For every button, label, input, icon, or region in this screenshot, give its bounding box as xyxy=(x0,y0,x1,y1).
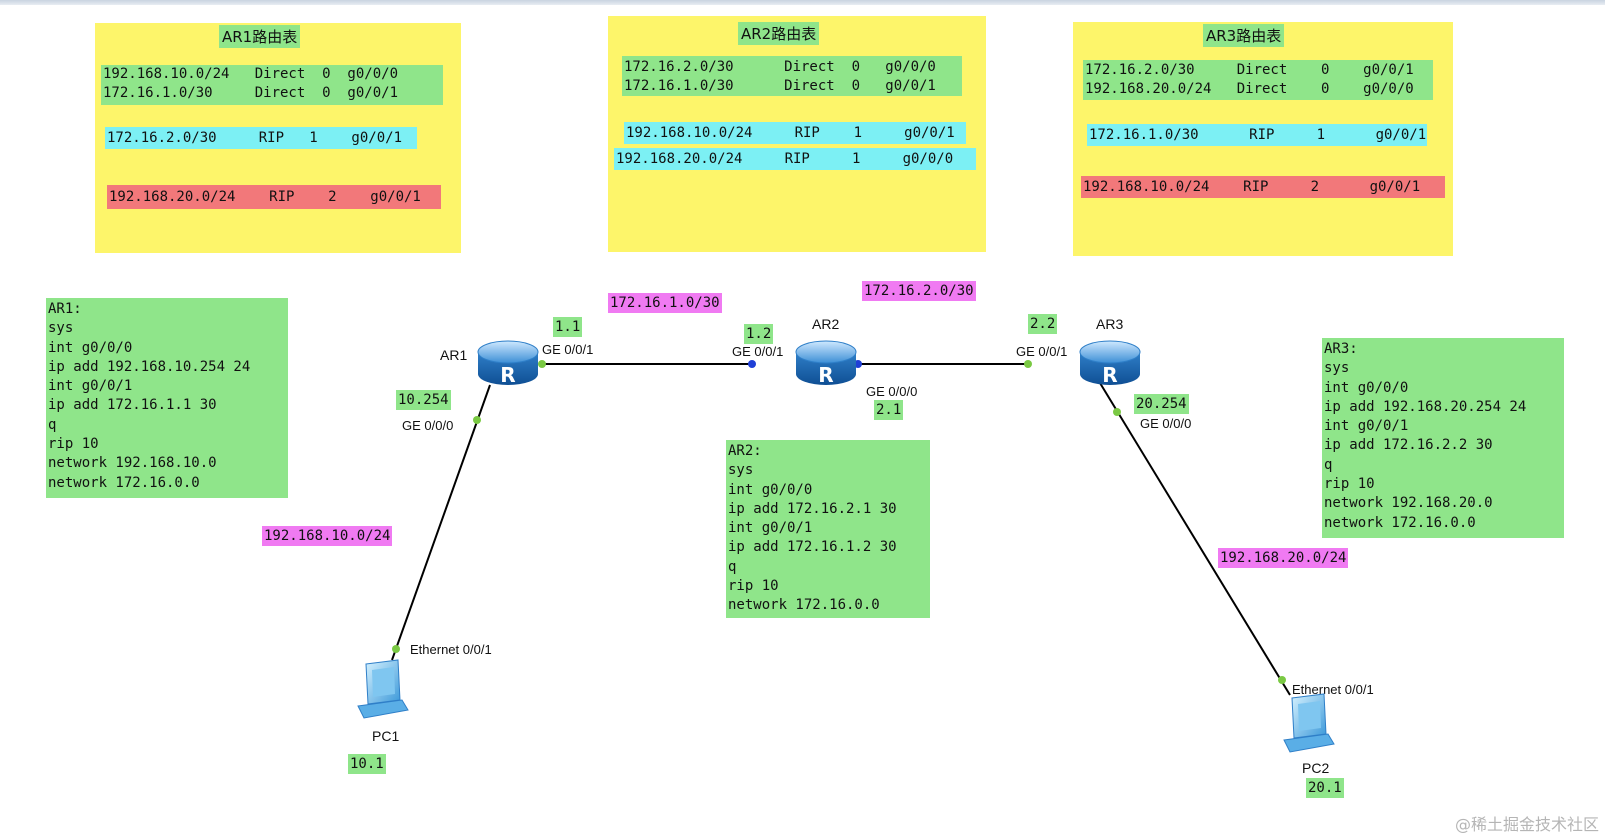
ar3-route-row: 192.168.10.0/24 RIP 2 g0/0/1 xyxy=(1083,179,1421,195)
ar3-route-row: 172.16.2.0/30 Direct 0 g0/0/1 xyxy=(1085,62,1414,78)
ar1-routing-table: AR1路由表 192.168.10.0/24 Direct 0 g0/0/0 1… xyxy=(95,23,461,253)
addr-tag-ar1-g000: 10.254 xyxy=(396,390,451,410)
ar3-routing-table: AR3路由表 172.16.2.0/30 Direct 0 g0/0/1 192… xyxy=(1073,22,1453,256)
subnet-tag-lan2: 192.168.20.0/24 xyxy=(1218,548,1349,568)
ar3-route-row: 172.16.1.0/30 RIP 1 g0/0/1 xyxy=(1089,127,1427,143)
port-dot-ar3-ge001 xyxy=(1024,360,1032,368)
router-icon-ar3: R xyxy=(1079,340,1141,387)
port-label-pc2-eth: Ethernet 0/0/1 xyxy=(1292,682,1374,697)
addr-tag-ar3-g001: 2.2 xyxy=(1028,314,1058,334)
subnet-tag-lan1: 192.168.10.0/24 xyxy=(262,526,393,546)
ar3-rip-route-2hop xyxy=(1081,176,1445,198)
ar3-routing-table-title: AR3路由表 xyxy=(1203,24,1285,47)
addr-tag-ar3-g000: 20.254 xyxy=(1134,394,1189,414)
addr-tag-ar1-g001: 1.1 xyxy=(553,317,583,337)
ar1-routing-table-title: AR1路由表 xyxy=(219,25,301,48)
ar3-config-note: AR3: sys int g0/0/0 ip add 192.168.20.25… xyxy=(1322,338,1564,538)
subnet-tag-ar2-ar3: 172.16.2.0/30 xyxy=(862,281,976,301)
port-dot-pc1-eth xyxy=(392,645,400,653)
port-dot-ar2-ge001 xyxy=(748,360,756,368)
router-icon-ar1: R xyxy=(477,340,539,387)
ar1-rip-route-1hop xyxy=(105,127,417,149)
pc-icon-pc1 xyxy=(357,659,409,719)
subnet-tag-ar1-ar2: 172.16.1.0/30 xyxy=(608,293,722,313)
port-dot-ar1-ge000 xyxy=(473,416,481,424)
link-ar3-pc2 xyxy=(1099,382,1291,696)
ar2-rip-route-lan2 xyxy=(614,148,976,170)
svg-text:R: R xyxy=(500,363,515,387)
ar1-route-row: 192.168.10.0/24 Direct 0 g0/0/0 xyxy=(103,66,399,82)
port-dot-pc2-eth xyxy=(1278,676,1286,684)
pc-icon-pc2 xyxy=(1283,693,1335,753)
ar3-rip-route-1hop xyxy=(1087,124,1427,146)
ar2-rip-route-lan1 xyxy=(624,122,966,144)
ar1-rip-route-2hop xyxy=(107,185,441,209)
device-label-ar1: AR1 xyxy=(440,347,468,363)
ar1-route-row: 172.16.2.0/30 RIP 1 g0/0/1 xyxy=(107,130,403,146)
addr-tag-pc1: 10.1 xyxy=(348,754,386,774)
ar1-route-row: 192.168.20.0/24 RIP 2 g0/0/1 xyxy=(109,189,421,205)
port-label-ar2-ge000: GE 0/0/0 xyxy=(866,384,918,399)
ar2-route-row: 172.16.2.0/30 Direct 0 g0/0/0 xyxy=(624,59,936,75)
addr-tag-ar2-g001: 1.2 xyxy=(744,324,774,344)
device-label-pc1: PC1 xyxy=(372,728,400,744)
addr-tag-ar2-g000: 2.1 xyxy=(874,400,904,420)
ar2-config-note: AR2: sys int g0/0/0 ip add 172.16.2.1 30… xyxy=(726,440,930,618)
ar2-route-row: 192.168.10.0/24 RIP 1 g0/0/1 xyxy=(626,125,955,141)
ar2-route-row: 172.16.1.0/30 Direct 0 g0/0/1 xyxy=(624,78,936,94)
ar1-route-row: 172.16.1.0/30 Direct 0 g0/0/1 xyxy=(103,85,399,101)
svg-text:R: R xyxy=(1102,363,1117,387)
router-icon-ar2: R xyxy=(795,340,857,387)
ar3-direct-routes xyxy=(1083,60,1433,100)
ar2-routing-table: AR2路由表 172.16.2.0/30 Direct 0 g0/0/0 172… xyxy=(608,16,986,252)
ar1-direct-routes xyxy=(101,65,443,105)
watermark: @稀土掘金技术社区 xyxy=(1454,815,1599,834)
device-label-ar2: AR2 xyxy=(812,316,840,332)
ar2-routing-table-title: AR2路由表 xyxy=(738,22,820,45)
port-label-ar3-ge000: GE 0/0/0 xyxy=(1140,416,1192,431)
ar2-route-row: 192.168.20.0/24 RIP 1 g0/0/0 xyxy=(616,151,954,167)
window-top-bar xyxy=(0,0,1605,5)
port-label-pc1-eth: Ethernet 0/0/1 xyxy=(410,642,492,657)
svg-text:R: R xyxy=(818,363,833,387)
ar1-config-note: AR1: sys int g0/0/0 ip add 192.168.10.25… xyxy=(46,298,288,498)
ar2-direct-routes xyxy=(622,56,962,96)
port-label-ar3-ge001: GE 0/0/1 xyxy=(1016,344,1068,359)
port-label-ar2-ge001: GE 0/0/1 xyxy=(732,344,784,359)
device-label-pc2: PC2 xyxy=(1302,760,1330,776)
port-dot-ar1-ge001 xyxy=(538,360,546,368)
port-dot-ar3-ge000 xyxy=(1113,408,1121,416)
ar3-route-row: 192.168.20.0/24 Direct 0 g0/0/0 xyxy=(1085,81,1414,97)
device-label-ar3: AR3 xyxy=(1096,316,1124,332)
link-ar1-pc1 xyxy=(391,384,491,661)
port-label-ar1-ge000: GE 0/0/0 xyxy=(402,418,454,433)
addr-tag-pc2: 20.1 xyxy=(1306,778,1344,798)
port-label-ar1-ge001: GE 0/0/1 xyxy=(542,342,594,357)
